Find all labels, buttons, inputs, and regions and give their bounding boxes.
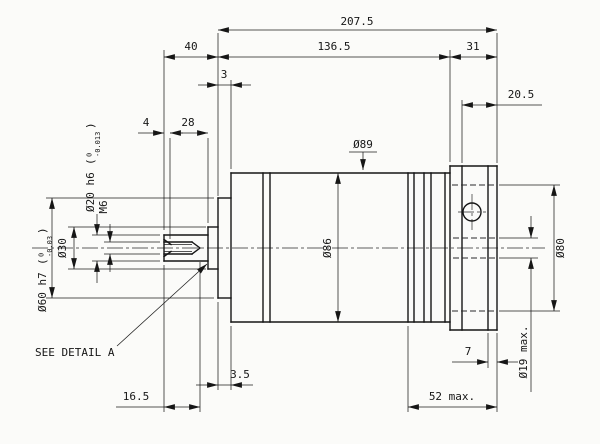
dim-dia30: Ø30 — [56, 226, 77, 270]
svg-text:0: 0 — [38, 253, 46, 257]
dim-7: 7 — [452, 345, 518, 365]
dim-label-40: 40 — [184, 40, 197, 53]
dim-label-m6: M6 — [97, 200, 110, 213]
dim-dia89: Ø89 — [349, 138, 377, 171]
svg-text:Ø60 h7: Ø60 h7 — [36, 272, 49, 312]
dim-label-52-max: 52 max. — [429, 390, 475, 403]
dim-label-7: 7 — [465, 345, 472, 358]
dim-dia20: Ø20 h6 ( 0 -0.013 ) — [84, 122, 102, 283]
svg-text:(: ( — [84, 158, 97, 165]
dim-dia86: Ø86 — [321, 172, 341, 323]
dim-label-dia19: Ø19 max. — [517, 326, 530, 379]
svg-text:Ø20 h6: Ø20 h6 — [84, 172, 97, 212]
dim-dia80: Ø80 — [551, 184, 567, 312]
dim-label-dia89: Ø89 — [353, 138, 373, 151]
part-pilot-flange — [217, 197, 232, 299]
dim-label-overall: 207.5 — [340, 15, 373, 28]
hidden-lines — [452, 184, 497, 312]
extension-lines — [46, 33, 560, 412]
clamp-hole — [462, 202, 482, 222]
dim-20-5: 20.5 — [461, 88, 542, 108]
dim-overall-207-5: 207.5 — [217, 15, 498, 33]
svg-text:(: ( — [36, 258, 49, 265]
dim-dia19-max: Ø19 max. — [517, 216, 534, 392]
svg-text:-0.013: -0.013 — [94, 132, 102, 157]
dim-4-28: 4 28 — [138, 116, 209, 136]
dim-label-136-5: 136.5 — [317, 40, 350, 53]
svg-text:-0.03: -0.03 — [46, 236, 54, 257]
svg-text:0: 0 — [86, 153, 94, 157]
svg-text:): ) — [36, 227, 49, 234]
dim-label-20-5: 20.5 — [508, 88, 535, 101]
dim-dia60: Ø60 h7 ( 0 -0.03 ) — [36, 197, 55, 312]
dim-label-dia80: Ø80 — [554, 238, 567, 258]
dim-label-dia86: Ø86 — [321, 238, 334, 258]
dim-chain-40-136-31: 40 136.5 31 — [163, 40, 498, 60]
svg-text:): ) — [84, 122, 97, 129]
tapped-hole-m6 — [163, 238, 202, 258]
dim-16-5: 16.5 — [116, 390, 201, 410]
dim-label-dia30: Ø30 — [56, 238, 69, 258]
dim-label-3: 3 — [221, 68, 228, 81]
dim-label-dia20: Ø20 h6 ( 0 -0.013 ) — [84, 122, 102, 212]
dim-3: 3 — [198, 68, 251, 88]
dim-label-dia60: Ø60 h7 ( 0 -0.03 ) — [36, 227, 54, 312]
detail-callout-label: SEE DETAIL A — [35, 346, 115, 359]
dim-3-5: 3.5 — [196, 368, 253, 388]
dim-label-3-5: 3.5 — [230, 368, 250, 381]
dim-label-16-5: 16.5 — [123, 390, 150, 403]
detail-callout: SEE DETAIL A — [35, 263, 208, 359]
dim-label-31: 31 — [466, 40, 479, 53]
part-main-body — [230, 172, 451, 323]
dim-m6: M6 — [97, 200, 113, 272]
dim-label-4: 4 — [143, 116, 150, 129]
dim-52-max: 52 max. — [407, 390, 498, 410]
part-rear-flange — [449, 165, 498, 331]
dim-label-28: 28 — [181, 116, 194, 129]
